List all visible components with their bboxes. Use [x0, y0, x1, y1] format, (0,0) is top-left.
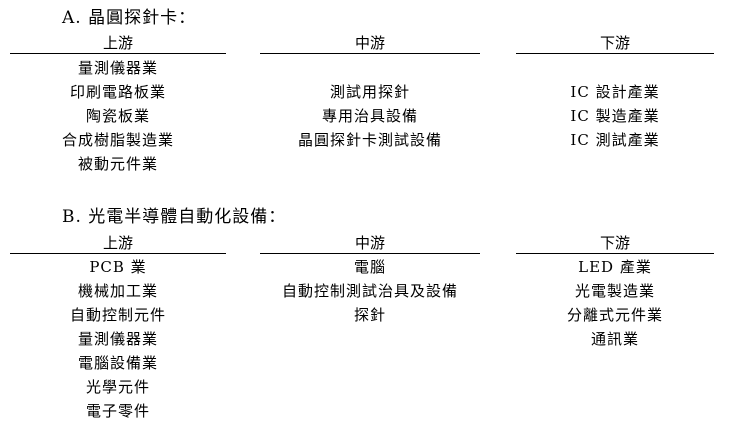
list-item: 專用治具設備 — [321, 107, 418, 125]
list-item: 通訊業 — [590, 330, 639, 348]
list-item — [260, 56, 480, 80]
section-b-upstream-rule — [10, 253, 226, 254]
section-a-midstream-header: 中游 — [354, 34, 385, 52]
list-item: 電子零件 — [85, 402, 150, 420]
list-item: LED 產業 — [578, 258, 652, 276]
list-item: 分離式元件業 — [566, 306, 663, 324]
list-item: 陶瓷板業 — [85, 107, 150, 125]
section-b-midstream-header: 中游 — [354, 234, 385, 252]
section-b-midstream-column: 中游 電腦 自動控制測試治具及設備 探針 — [260, 234, 480, 327]
section-b-upstream-list: PCB 業 機械加工業 自動控制元件 量測儀器業 電腦設備業 光學元件 電子零件 — [10, 255, 226, 423]
list-item: IC 測試產業 — [570, 131, 660, 149]
section-b-upstream-header: 上游 — [102, 234, 133, 252]
list-item: 被動元件業 — [77, 155, 158, 173]
section-b-midstream-list: 電腦 自動控制測試治具及設備 探針 — [260, 255, 480, 327]
list-item: 自動控制測試治具及設備 — [281, 282, 458, 300]
section-a-downstream-header: 下游 — [599, 34, 630, 52]
list-item — [516, 56, 714, 80]
list-item: 合成樹脂製造業 — [61, 131, 174, 149]
section-a-downstream-column: 下游 IC 設計產業 IC 製造產業 IC 測試產業 — [516, 34, 714, 152]
section-a-upstream-list: 量測儀器業 印刷電路板業 陶瓷板業 合成樹脂製造業 被動元件業 — [10, 56, 226, 176]
list-item: 光學元件 — [85, 378, 150, 396]
section-b-midstream-rule — [260, 253, 480, 254]
list-item: 探針 — [353, 306, 386, 324]
section-b-downstream-rule — [516, 253, 714, 254]
section-a-midstream-list: 測試用探針 專用治具設備 晶圓探針卡測試設備 — [260, 56, 480, 152]
list-item: PCB 業 — [89, 258, 147, 276]
list-item: 印刷電路板業 — [69, 83, 166, 101]
list-item: 晶圓探針卡測試設備 — [297, 131, 442, 149]
list-item: IC 設計產業 — [570, 83, 660, 101]
list-item: IC 製造產業 — [570, 107, 660, 125]
section-b-title: B. 光電半導體自動化設備： — [62, 207, 287, 227]
list-item: 機械加工業 — [77, 282, 158, 300]
list-item: 光電製造業 — [574, 282, 655, 300]
section-b-upstream-column: 上游 PCB 業 機械加工業 自動控制元件 量測儀器業 電腦設備業 光學元件 電… — [10, 234, 226, 423]
list-item: 量測儀器業 — [77, 59, 158, 77]
section-a-downstream-rule — [516, 53, 714, 54]
section-a-title: A. 晶圓探針卡： — [62, 8, 197, 28]
section-a-downstream-list: IC 設計產業 IC 製造產業 IC 測試產業 — [516, 56, 714, 152]
section-a-upstream-column: 上游 量測儀器業 印刷電路板業 陶瓷板業 合成樹脂製造業 被動元件業 — [10, 34, 226, 176]
section-b-downstream-header: 下游 — [599, 234, 630, 252]
list-item: 自動控制元件 — [69, 306, 166, 324]
list-item: 電腦 — [353, 258, 386, 276]
section-a-midstream-column: 中游 測試用探針 專用治具設備 晶圓探針卡測試設備 — [260, 34, 480, 152]
list-item: 電腦設備業 — [77, 354, 158, 372]
list-item: 測試用探針 — [329, 83, 410, 101]
section-a-upstream-header: 上游 — [102, 34, 133, 52]
section-a-midstream-rule — [260, 53, 480, 54]
section-b-downstream-column: 下游 LED 產業 光電製造業 分離式元件業 通訊業 — [516, 234, 714, 351]
list-item: 量測儀器業 — [77, 330, 158, 348]
section-a-upstream-rule — [10, 53, 226, 54]
section-b-downstream-list: LED 產業 光電製造業 分離式元件業 通訊業 — [516, 255, 714, 351]
